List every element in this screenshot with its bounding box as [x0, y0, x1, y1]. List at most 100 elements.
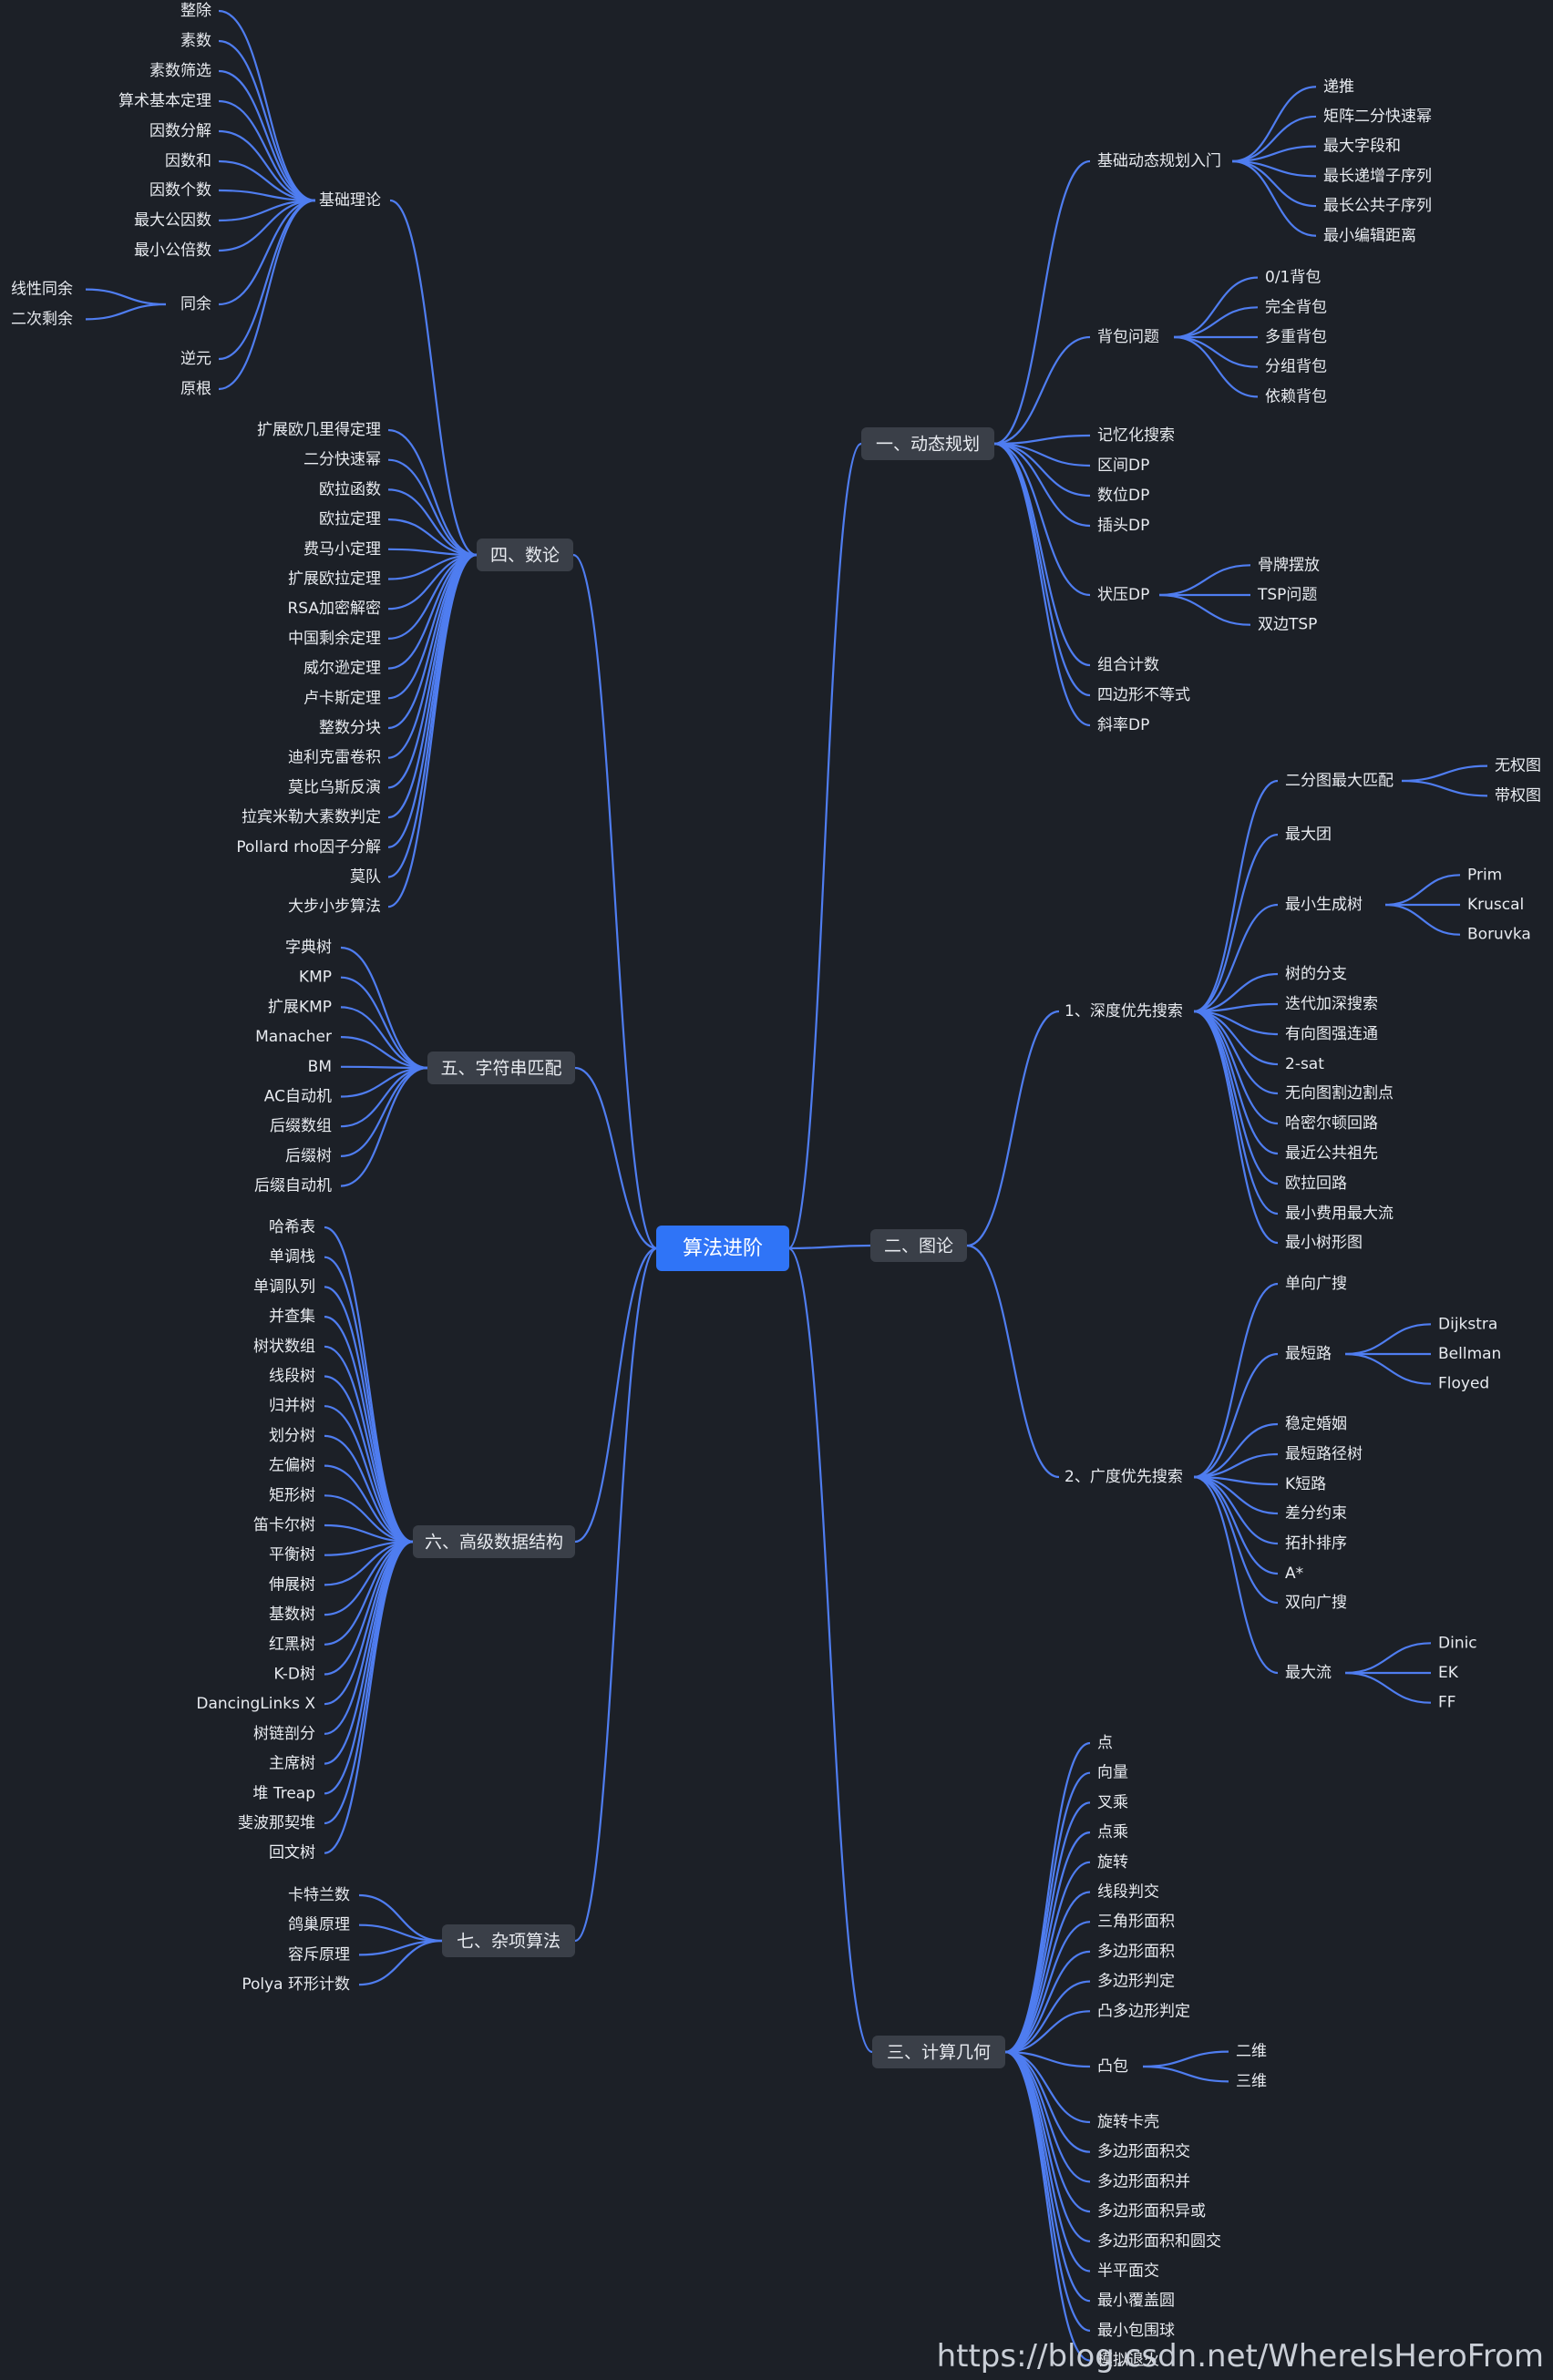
graph-leaf[interactable]: Prim: [1467, 866, 1502, 884]
branch-string[interactable]: 五、字符串匹配: [427, 1052, 575, 1084]
graph-item[interactable]: 最小生成树: [1285, 896, 1363, 914]
geometry-item[interactable]: 多边形面积并: [1097, 2172, 1190, 2190]
geometry-leaf[interactable]: 二维: [1236, 2043, 1267, 2061]
branch-dp[interactable]: 一、动态规划: [861, 427, 994, 460]
ds-item[interactable]: 斐波那契堆: [238, 1814, 315, 1832]
string-item[interactable]: 后缀数组: [270, 1117, 332, 1135]
misc-item[interactable]: Polya 环形计数: [242, 1975, 350, 1994]
number-basic-item[interactable]: 因数和: [165, 152, 211, 170]
number-basic-item[interactable]: 素数: [180, 32, 211, 50]
string-item[interactable]: 后缀树: [285, 1147, 332, 1165]
geometry-item[interactable]: 凸多边形判定: [1097, 2002, 1190, 2020]
geometry-item[interactable]: 凸包: [1097, 2057, 1128, 2076]
dp-item[interactable]: 斜率DP: [1097, 716, 1149, 734]
dp-item[interactable]: 数位DP: [1097, 487, 1149, 505]
graph-sub[interactable]: 2、广度优先搜索: [1064, 1468, 1183, 1486]
number-leaf[interactable]: 线性同余: [11, 281, 73, 299]
string-item[interactable]: BM: [308, 1058, 332, 1076]
graph-item[interactable]: 有向图强连通: [1285, 1025, 1378, 1043]
number-item[interactable]: 迪利克雷卷积: [288, 749, 381, 767]
number-basic-item[interactable]: 算术基本定理: [118, 92, 211, 110]
ds-item[interactable]: 划分树: [269, 1427, 315, 1445]
ds-item[interactable]: 堆 Treap: [252, 1784, 315, 1802]
graph-leaf[interactable]: FF: [1438, 1694, 1456, 1712]
geometry-item[interactable]: 旋转卡壳: [1097, 2113, 1159, 2131]
number-item[interactable]: Pollard rho因子分解: [236, 838, 381, 857]
number-item[interactable]: 威尔逊定理: [303, 660, 381, 678]
graph-item[interactable]: 欧拉回路: [1285, 1175, 1347, 1193]
geometry-item[interactable]: 旋转: [1097, 1853, 1128, 1872]
graph-item[interactable]: 2-sat: [1285, 1055, 1324, 1073]
graph-item[interactable]: 二分图最大匹配: [1285, 772, 1394, 790]
number-item[interactable]: 莫队: [350, 868, 381, 887]
ds-item[interactable]: 伸展树: [269, 1575, 315, 1594]
number-item[interactable]: 拉宾米勒大素数判定: [242, 808, 381, 826]
ds-item[interactable]: 单调栈: [269, 1248, 315, 1267]
dp-item[interactable]: 区间DP: [1097, 457, 1149, 475]
ds-item[interactable]: DancingLinks X: [196, 1695, 315, 1713]
number-basic[interactable]: 基础理论: [319, 191, 381, 210]
geometry-item[interactable]: 最小包围球: [1097, 2322, 1175, 2340]
dp-item[interactable]: 四边形不等式: [1097, 686, 1190, 704]
ds-item[interactable]: K-D树: [273, 1666, 315, 1684]
number-item[interactable]: 二分快速幂: [303, 451, 381, 469]
misc-item[interactable]: 鸽巢原理: [288, 1916, 350, 1934]
dp-subitem[interactable]: 多重背包: [1265, 328, 1327, 346]
dp-subitem[interactable]: 双边TSP: [1258, 616, 1317, 634]
string-item[interactable]: 后缀自动机: [254, 1177, 332, 1195]
string-item[interactable]: 扩展KMP: [268, 998, 332, 1016]
dp-item[interactable]: 插头DP: [1097, 517, 1149, 535]
ds-item[interactable]: 矩形树: [269, 1486, 315, 1504]
graph-leaf[interactable]: Dinic: [1438, 1634, 1477, 1652]
graph-leaf[interactable]: EK: [1438, 1664, 1459, 1682]
graph-item[interactable]: 树的分支: [1285, 965, 1347, 983]
graph-sub[interactable]: 1、深度优先搜索: [1064, 1002, 1183, 1021]
branch-graph[interactable]: 二、图论: [870, 1229, 967, 1262]
number-item[interactable]: 中国剩余定理: [288, 630, 381, 648]
ds-item[interactable]: 树链剖分: [253, 1725, 315, 1743]
number-item[interactable]: 大步小步算法: [288, 898, 381, 916]
number-basic-item[interactable]: 原根: [180, 380, 211, 398]
graph-item[interactable]: 迭代加深搜索: [1285, 995, 1378, 1013]
ds-item[interactable]: 笛卡尔树: [253, 1516, 315, 1534]
number-item[interactable]: 欧拉定理: [319, 510, 381, 528]
graph-item[interactable]: 拓扑排序: [1285, 1534, 1347, 1553]
geometry-item[interactable]: 半平面交: [1097, 2262, 1159, 2281]
geometry-leaf[interactable]: 三维: [1236, 2072, 1267, 2090]
geometry-item[interactable]: 模拟退火: [1097, 2352, 1159, 2370]
geometry-item[interactable]: 最小覆盖圆: [1097, 2292, 1175, 2310]
dp-subitem[interactable]: 0/1背包: [1265, 269, 1321, 287]
dp-subitem[interactable]: 骨牌摆放: [1258, 556, 1320, 574]
graph-item[interactable]: 最短路径树: [1285, 1445, 1363, 1463]
graph-item[interactable]: 最小费用最大流: [1285, 1205, 1394, 1223]
string-item[interactable]: Manacher: [255, 1028, 332, 1046]
graph-leaf[interactable]: 带权图: [1495, 786, 1541, 805]
ds-item[interactable]: 左偏树: [269, 1457, 315, 1475]
ds-item[interactable]: 并查集: [269, 1308, 315, 1326]
number-basic-item[interactable]: 同余: [180, 295, 211, 313]
number-leaf[interactable]: 二次剩余: [11, 310, 73, 328]
branch-ds[interactable]: 六、高级数据结构: [413, 1525, 575, 1558]
number-basic-item[interactable]: 因数分解: [149, 122, 211, 140]
graph-leaf[interactable]: Kruscal: [1467, 896, 1524, 914]
number-item[interactable]: 扩展欧几里得定理: [257, 421, 381, 439]
number-basic-item[interactable]: 因数个数: [149, 181, 211, 200]
ds-item[interactable]: 树状数组: [253, 1338, 315, 1356]
graph-item[interactable]: 最大团: [1285, 826, 1332, 844]
number-basic-item[interactable]: 逆元: [180, 350, 211, 368]
ds-item[interactable]: 平衡树: [269, 1546, 315, 1564]
dp-item[interactable]: 背包问题: [1097, 328, 1159, 346]
graph-item[interactable]: 差分约束: [1285, 1504, 1347, 1523]
dp-subitem[interactable]: 完全背包: [1265, 298, 1327, 316]
dp-subitem[interactable]: 依赖背包: [1265, 387, 1327, 405]
number-item[interactable]: 卢卡斯定理: [303, 689, 381, 707]
dp-subitem[interactable]: 最大字段和: [1323, 138, 1401, 156]
misc-item[interactable]: 容斥原理: [288, 1945, 350, 1964]
dp-subitem[interactable]: 最长公共子序列: [1323, 197, 1432, 215]
graph-item[interactable]: 哈密尔顿回路: [1285, 1114, 1378, 1133]
dp-item[interactable]: 状压DP: [1097, 586, 1149, 604]
geometry-item[interactable]: 多边形面积交: [1097, 2143, 1190, 2161]
geometry-item[interactable]: 点乘: [1097, 1823, 1128, 1841]
graph-item[interactable]: 单向广搜: [1285, 1275, 1347, 1293]
number-basic-item[interactable]: 最小公倍数: [134, 241, 211, 260]
